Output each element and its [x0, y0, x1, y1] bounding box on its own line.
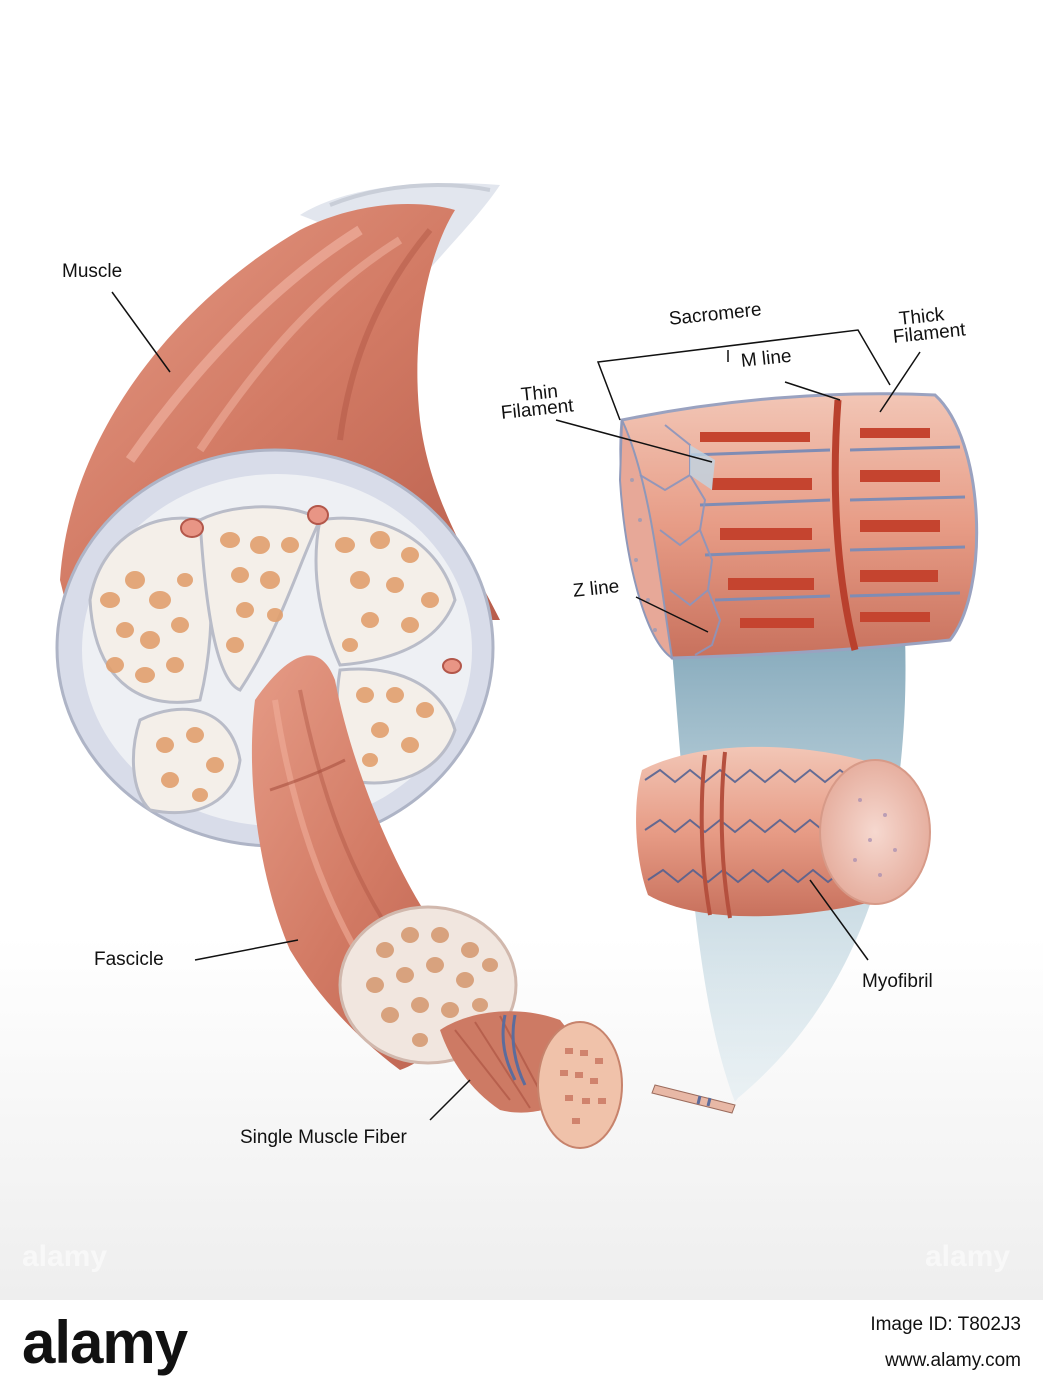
leader-lines [111, 291, 921, 1121]
site-url: www.alamy.com [885, 1350, 1021, 1371]
muscle-anatomy-illustration [55, 183, 979, 1149]
alamy-logo: alamy [22, 1309, 188, 1376]
whole-muscle [55, 183, 736, 1149]
label-myofibril: Myofibril [862, 971, 933, 992]
image-id: Image ID: T802J3 [870, 1314, 1021, 1335]
footer-bar: alamy Image ID: T802J3 www.alamy.com [0, 1300, 1043, 1390]
watermark: alamy [22, 1240, 108, 1273]
myofibril-cylinder [636, 746, 931, 919]
sarcomere-cylinder [596, 329, 979, 661]
watermark: alamy [925, 1240, 1011, 1273]
illustration-stage: Muscle Fascicle Single Muscle Fiber Sacr… [0, 0, 1043, 1300]
label-fascicle: Fascicle [94, 949, 164, 970]
label-single-muscle-fiber: Single Muscle Fiber [240, 1127, 407, 1148]
label-muscle: Muscle [62, 261, 123, 282]
